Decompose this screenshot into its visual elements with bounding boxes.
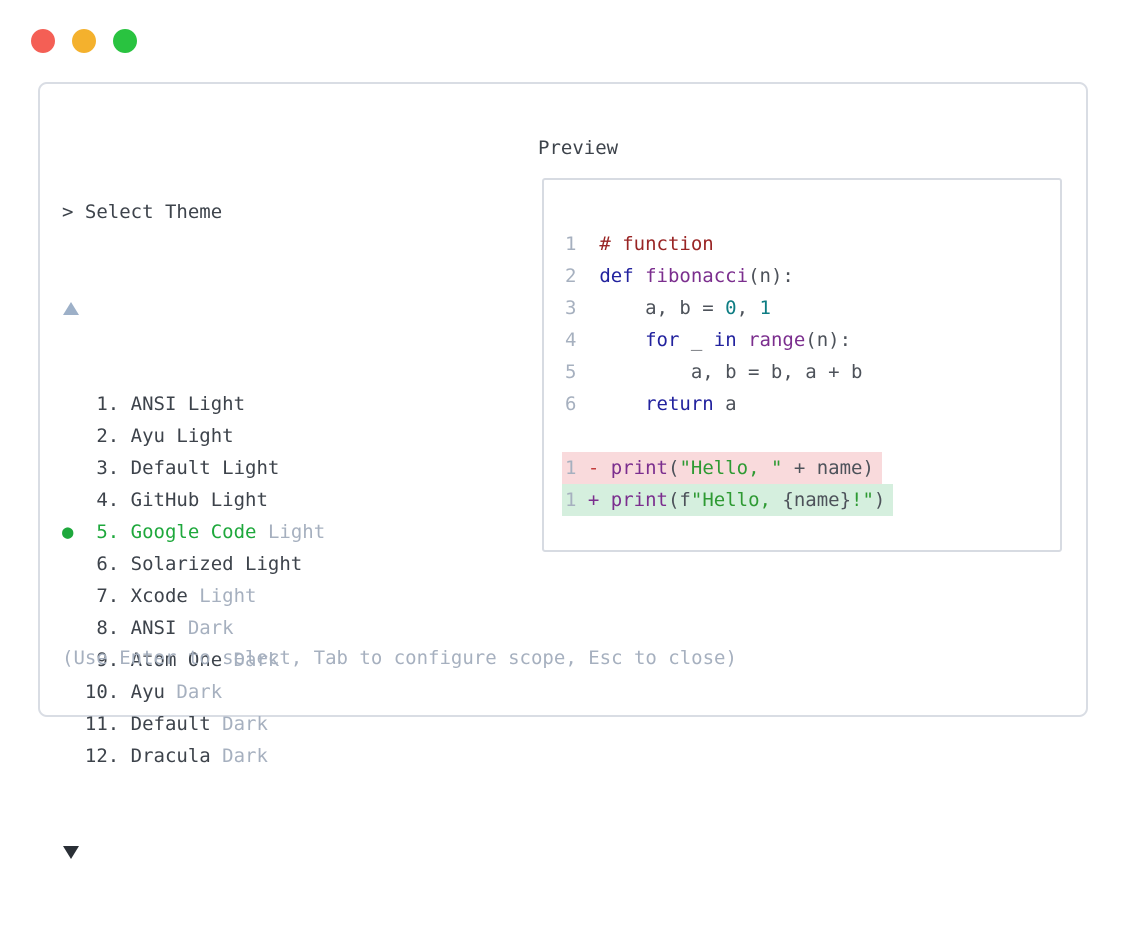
scroll-down-indicator[interactable] [62, 836, 325, 868]
preview-label: Preview [538, 137, 619, 159]
theme-variant: Dark [210, 745, 268, 767]
theme-list: 1. ANSI Light 2. Ayu Light 3. Default Li… [62, 388, 325, 772]
theme-list-item[interactable]: 12. Dracula Dark [62, 740, 325, 772]
theme-number: 9. [84, 649, 131, 671]
close-window-button[interactable] [31, 29, 55, 53]
theme-name: GitHub Light [130, 489, 268, 511]
line-number: 4 [565, 329, 600, 351]
scroll-down-icon [63, 845, 79, 859]
theme-list-item[interactable]: 7. Xcode Light [62, 580, 325, 612]
scroll-up-indicator[interactable] [62, 292, 325, 324]
minimize-window-button[interactable] [72, 29, 96, 53]
theme-variant: Dark [210, 713, 268, 735]
diff-removed-sign: - [587, 457, 611, 479]
theme-variant: Light [256, 521, 326, 543]
theme-number: 7. [84, 585, 131, 607]
theme-list-item[interactable]: 8. ANSI Dark [62, 612, 325, 644]
theme-list-item[interactable]: 9. Atom One Dark [62, 644, 325, 676]
theme-selector-dialog: > Select Theme 1. ANSI Light 2. Ayu Ligh… [38, 82, 1088, 859]
line-number: 1 [565, 489, 588, 511]
theme-variant: Dark [176, 617, 234, 639]
line-number: 2 [565, 265, 600, 287]
theme-number: 5. [84, 521, 131, 543]
selected-bullet-icon: ● [62, 521, 85, 543]
theme-number: 12. [84, 745, 131, 767]
theme-picker: > Select Theme 1. ANSI Light 2. Ayu Ligh… [62, 132, 325, 932]
theme-variant: Dark [222, 649, 280, 671]
code-line: 3 a, b = 0, 1 [565, 297, 771, 319]
theme-name: ANSI [130, 617, 177, 639]
diff-added-sign: + [587, 489, 611, 511]
theme-list-item[interactable]: 2. Ayu Light [62, 420, 325, 452]
theme-number: 6. [84, 553, 131, 575]
theme-number: 2. [84, 425, 131, 447]
scroll-up-icon [63, 301, 79, 315]
theme-number: 3. [84, 457, 131, 479]
theme-name: Default [130, 713, 211, 735]
zoom-window-button[interactable] [113, 29, 137, 53]
code-line: 5 a, b = b, a + b [565, 361, 863, 383]
theme-name: Ayu Light [130, 425, 234, 447]
line-number: 6 [565, 393, 600, 415]
theme-name: Atom One [130, 649, 223, 671]
keyboard-hint: (Use Enter to select, Tab to configure s… [62, 647, 737, 669]
line-number: 1 [565, 233, 600, 255]
code-line: 4 for _ in range(n): [565, 329, 852, 351]
theme-name: Default Light [130, 457, 280, 479]
line-number: 5 [565, 361, 600, 383]
theme-name: Ayu [130, 681, 165, 703]
preview-pane: 1 # function 2 def fibonacci(n): 3 a, b = … [542, 178, 1062, 552]
theme-list-item[interactable]: ● 5. Google Code Light [62, 516, 325, 548]
window-controls [31, 29, 137, 53]
code-line: 1 # function [565, 233, 714, 255]
blank-line [565, 420, 893, 452]
theme-list-item[interactable]: 6. Solarized Light [62, 548, 325, 580]
theme-name: ANSI Light [130, 393, 246, 415]
code-line: 6 return a [565, 393, 737, 415]
theme-name: Dracula [130, 745, 211, 767]
diff-line-added: 1 + print(f"Hello, {name}!") [562, 484, 894, 516]
theme-name: Solarized Light [130, 553, 303, 575]
code-sample: 1 # function 2 def fibonacci(n): 3 a, b = … [562, 228, 894, 516]
theme-number: 8. [84, 617, 131, 639]
line-number: 3 [565, 297, 600, 319]
theme-number: 4. [84, 489, 131, 511]
theme-list-item[interactable]: 11. Default Dark [62, 708, 325, 740]
theme-number: 10. [84, 681, 131, 703]
theme-list-item[interactable]: 10. Ayu Dark [62, 676, 325, 708]
theme-variant: Dark [164, 681, 223, 703]
theme-name: Google Code [130, 521, 257, 543]
theme-list-item[interactable]: 4. GitHub Light [62, 484, 325, 516]
line-number: 1 [565, 457, 588, 479]
code-line: 2 def fibonacci(n): [565, 265, 794, 287]
theme-number: 1. [84, 393, 131, 415]
theme-list-item[interactable]: 1. ANSI Light [62, 388, 325, 420]
theme-list-item[interactable]: 3. Default Light [62, 452, 325, 484]
select-theme-title: > Select Theme [62, 201, 223, 223]
theme-number: 11. [84, 713, 131, 735]
diff-line-removed: 1 - print("Hello, " + name) [562, 452, 893, 484]
theme-variant: Light [187, 585, 257, 607]
theme-name: Xcode [130, 585, 188, 607]
